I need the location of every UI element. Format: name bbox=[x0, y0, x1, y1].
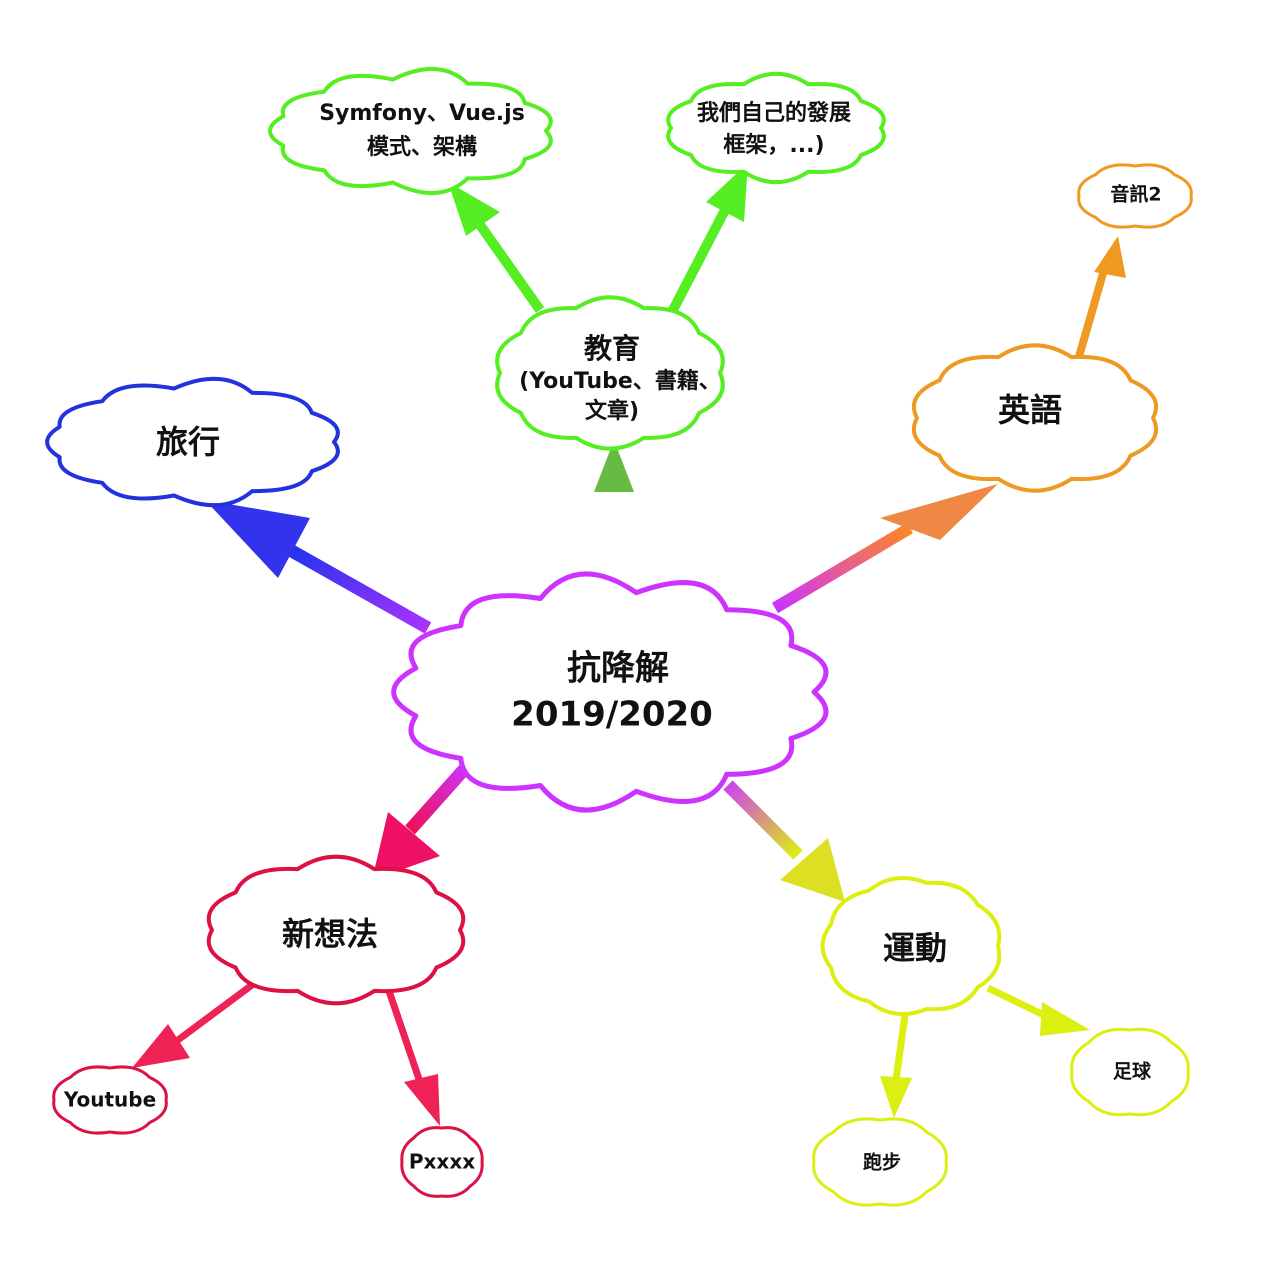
audio-cloud bbox=[1077, 163, 1193, 229]
youtube-cloud bbox=[52, 1065, 168, 1135]
education-node: 教育 (YouTube、書籍、 文章) bbox=[519, 332, 721, 424]
center-year: 2019/2020 bbox=[511, 695, 713, 735]
english-cloud bbox=[911, 343, 1159, 493]
sport-title: 運動 bbox=[883, 929, 947, 967]
education-line2: (YouTube、書籍、 bbox=[519, 368, 721, 394]
own-framework-line1: 我們自己的發展 bbox=[697, 100, 851, 126]
own-framework-cloud bbox=[666, 71, 886, 185]
frameworks-cloud bbox=[268, 67, 553, 195]
pxxxx-label: Pxxxx bbox=[409, 1150, 475, 1174]
pxxxx-cloud bbox=[400, 1126, 484, 1198]
center-cloud bbox=[391, 571, 829, 813]
running-label: 跑步 bbox=[863, 1151, 901, 1174]
sport-node: 運動 bbox=[883, 929, 947, 967]
football-cloud bbox=[1070, 1027, 1190, 1117]
football-label: 足球 bbox=[1113, 1060, 1152, 1083]
arrow-education-to-frameworks bbox=[448, 182, 545, 313]
arrow-center-to-english bbox=[771, 484, 998, 614]
connectors bbox=[132, 163, 1126, 1126]
frameworks-line1: Symfony、Vue.js bbox=[319, 101, 525, 126]
football-node: 足球 bbox=[1113, 1060, 1152, 1083]
travel-title: 旅行 bbox=[156, 423, 220, 461]
running-node: 跑步 bbox=[863, 1151, 901, 1174]
arrow-center-to-sport bbox=[723, 780, 845, 902]
english-title: 英語 bbox=[998, 391, 1062, 429]
arrow-sport-to-football bbox=[986, 984, 1090, 1036]
ideas-cloud bbox=[206, 854, 466, 1006]
arrow-sport-to-running bbox=[880, 1014, 912, 1118]
arrow-education-to-own-framework bbox=[668, 163, 748, 313]
travel-node: 旅行 bbox=[156, 423, 220, 461]
travel-cloud bbox=[45, 376, 340, 508]
frameworks-node: Symfony、Vue.js 模式、架構 bbox=[319, 101, 525, 160]
arrow-center-to-travel bbox=[205, 500, 432, 634]
arrow-ideas-to-pxxxx bbox=[384, 986, 440, 1126]
arrow-center-to-education bbox=[594, 440, 634, 585]
education-title: 教育 bbox=[584, 332, 640, 365]
center-node: 抗降解 2019/2020 bbox=[511, 649, 713, 735]
frameworks-line2: 模式、架構 bbox=[367, 134, 477, 160]
sport-cloud bbox=[820, 876, 1002, 1016]
youtube-node: Youtube bbox=[63, 1088, 156, 1112]
arrow-ideas-to-youtube bbox=[132, 979, 259, 1068]
ideas-title: 新想法 bbox=[282, 915, 378, 953]
pxxxx-node: Pxxxx bbox=[409, 1150, 475, 1174]
youtube-label: Youtube bbox=[63, 1088, 156, 1112]
arrow-english-to-audio bbox=[1074, 236, 1126, 362]
english-node: 英語 bbox=[998, 391, 1062, 429]
education-cloud bbox=[495, 295, 725, 451]
own-framework-node: 我們自己的發展 框架，...) bbox=[697, 100, 851, 158]
own-framework-line2: 框架，...) bbox=[723, 132, 824, 158]
running-cloud bbox=[812, 1117, 948, 1207]
cloud-nodes bbox=[45, 67, 1193, 1207]
ideas-node: 新想法 bbox=[282, 915, 378, 953]
audio-label: 音訊2 bbox=[1110, 183, 1161, 206]
audio-node: 音訊2 bbox=[1110, 183, 1161, 206]
education-line3: 文章) bbox=[585, 398, 639, 424]
arrow-center-to-ideas bbox=[372, 760, 473, 880]
center-title: 抗降解 bbox=[567, 649, 669, 689]
